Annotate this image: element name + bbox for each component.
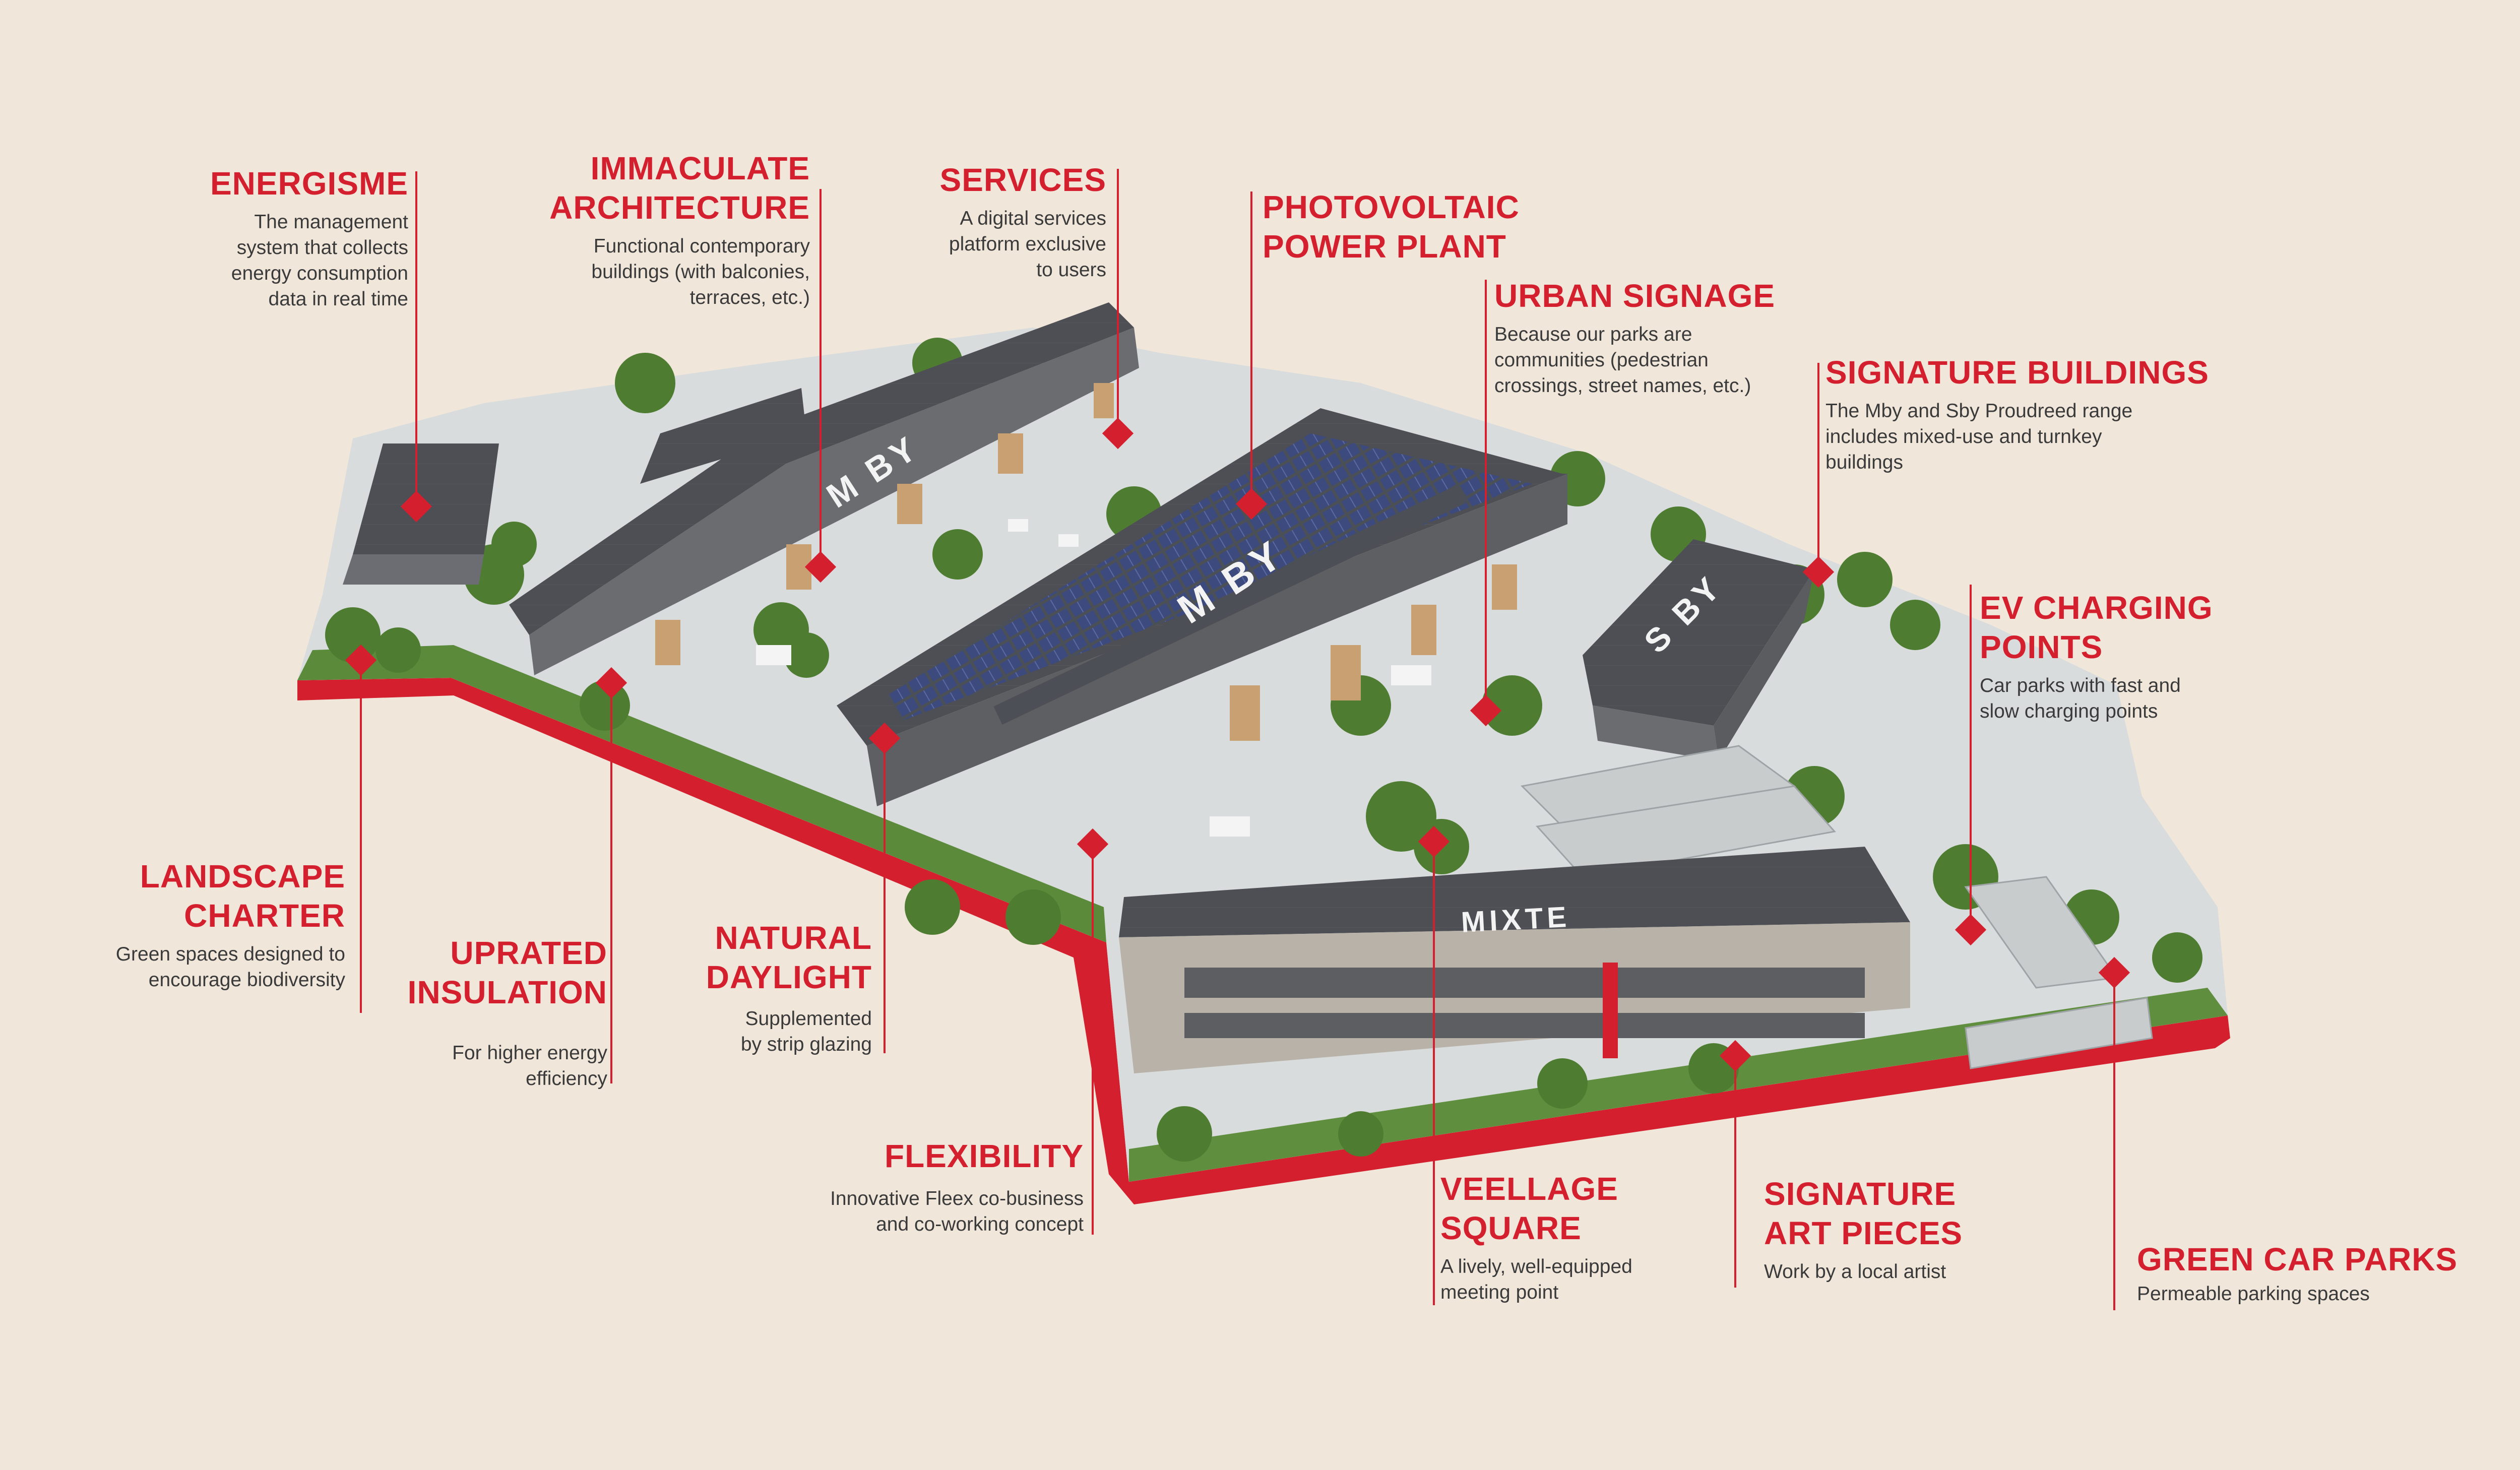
carport-canopies bbox=[1520, 745, 2153, 1069]
callout-flexibility-desc: Innovative Fleex co-business and co-work… bbox=[830, 1188, 1084, 1235]
leader-lines bbox=[360, 169, 2115, 1310]
vehicles bbox=[756, 519, 1431, 837]
callout-green-car-parks: GREEN CAR PARKS Permeable parking spaces bbox=[2137, 1240, 2458, 1307]
energisme-building bbox=[343, 443, 499, 585]
callout-daylight-desc: Supplemented by strip glazing bbox=[740, 1008, 872, 1055]
marker-services bbox=[1102, 417, 1134, 450]
callout-art-title: SIGNATURE ART PIECES bbox=[1764, 1176, 1963, 1251]
marker-art bbox=[1719, 1040, 1751, 1072]
callout-urban-signage-desc: Because our parks are communities (pedes… bbox=[1494, 324, 1751, 397]
marker-energisme bbox=[400, 490, 432, 523]
callout-flexibility: FLEXIBILITY Innovative Fleex co-business… bbox=[830, 1136, 1084, 1237]
callout-insulation-desc: For higher energy efficiency bbox=[452, 1042, 607, 1090]
callout-energisme-title: ENERGISME bbox=[210, 165, 408, 202]
callout-veellage-title: VEELLAGE SQUARE bbox=[1440, 1171, 1618, 1246]
sby-building: S BY bbox=[1583, 539, 1814, 761]
callout-landscape-title: LANDSCAPE CHARTER bbox=[140, 858, 345, 934]
mixte-building: MIXTE bbox=[1119, 847, 1910, 1073]
callout-landscape-desc: Green spaces designed to encourage biodi… bbox=[115, 943, 345, 991]
callout-services-title: SERVICES bbox=[939, 162, 1106, 198]
callout-art-desc: Work by a local artist bbox=[1764, 1261, 1946, 1283]
callout-photovoltaic-title: PHOTOVOLTAIC POWER PLANT bbox=[1263, 189, 1520, 265]
callout-insulation-title: UPRATED INSULATION bbox=[407, 935, 607, 1010]
callout-services: SERVICES A digital services platform exc… bbox=[940, 160, 1107, 283]
callout-signature-art: SIGNATURE ART PIECES Work by a local art… bbox=[1764, 1174, 1963, 1285]
mby-left-building: M BY bbox=[509, 302, 1139, 675]
callout-urban-signage-title: URBAN SIGNAGE bbox=[1494, 278, 1776, 314]
grass-strip-left bbox=[297, 645, 1106, 942]
callout-ev-charging: EV CHARGING POINTS Car parks with fast a… bbox=[1980, 588, 2213, 724]
callout-signature-buildings: SIGNATURE BUILDINGS The Mby and Sby Prou… bbox=[1825, 353, 2209, 475]
callout-energisme-desc: The management system that collects ener… bbox=[231, 211, 408, 310]
callout-natural-daylight: NATURAL DAYLIGHT Supplemented by strip g… bbox=[706, 918, 872, 1057]
callout-signature-buildings-desc: The Mby and Sby Proudreed range includes… bbox=[1825, 400, 2133, 473]
callout-landscape-charter: LANDSCAPE CHARTER Green spaces designed … bbox=[116, 857, 345, 993]
callout-energisme: ENERGISME The management system that col… bbox=[210, 164, 408, 312]
marker-photovoltaic bbox=[1235, 488, 1268, 520]
marker-landscape bbox=[345, 644, 377, 676]
grass-strip-right bbox=[1129, 988, 2228, 1182]
callout-ev-charging-title: EV CHARGING POINTS bbox=[1980, 590, 2213, 665]
marker-green-car-parks bbox=[2098, 956, 2130, 989]
callout-ev-charging-desc: Car parks with fast and slow charging po… bbox=[1980, 675, 2181, 722]
callout-flexibility-title: FLEXIBILITY bbox=[885, 1138, 1084, 1174]
callout-urban-signage: URBAN SIGNAGE Because our parks are comm… bbox=[1494, 276, 1775, 399]
callout-daylight-title: NATURAL DAYLIGHT bbox=[706, 920, 872, 995]
callout-veellage-square: VEELLAGE SQUARE A lively, well-equipped … bbox=[1440, 1169, 1632, 1305]
callout-green-car-parks-desc: Permeable parking spaces bbox=[2137, 1283, 2370, 1305]
callout-photovoltaic: PHOTOVOLTAIC POWER PLANT bbox=[1263, 187, 1520, 266]
callout-architecture-title: IMMACULATE ARCHITECTURE bbox=[549, 150, 810, 226]
callout-signature-buildings-title: SIGNATURE BUILDINGS bbox=[1825, 354, 2209, 391]
callout-architecture-desc: Functional contemporary buildings (with … bbox=[591, 235, 810, 308]
callout-immaculate-architecture: IMMACULATE ARCHITECTURE Functional conte… bbox=[549, 149, 810, 310]
mixte-label: MIXTE bbox=[1460, 901, 1571, 939]
mby-center-building: M BY bbox=[837, 408, 1567, 806]
callout-veellage-desc: A lively, well-equipped meeting point bbox=[1440, 1256, 1632, 1303]
callout-uprated-insulation: UPRATED INSULATION For higher energy eff… bbox=[408, 933, 607, 1092]
callout-green-car-parks-title: GREEN CAR PARKS bbox=[2137, 1241, 2458, 1277]
solar-array bbox=[887, 433, 1532, 721]
callout-services-desc: A digital services platform exclusive to… bbox=[949, 208, 1106, 281]
